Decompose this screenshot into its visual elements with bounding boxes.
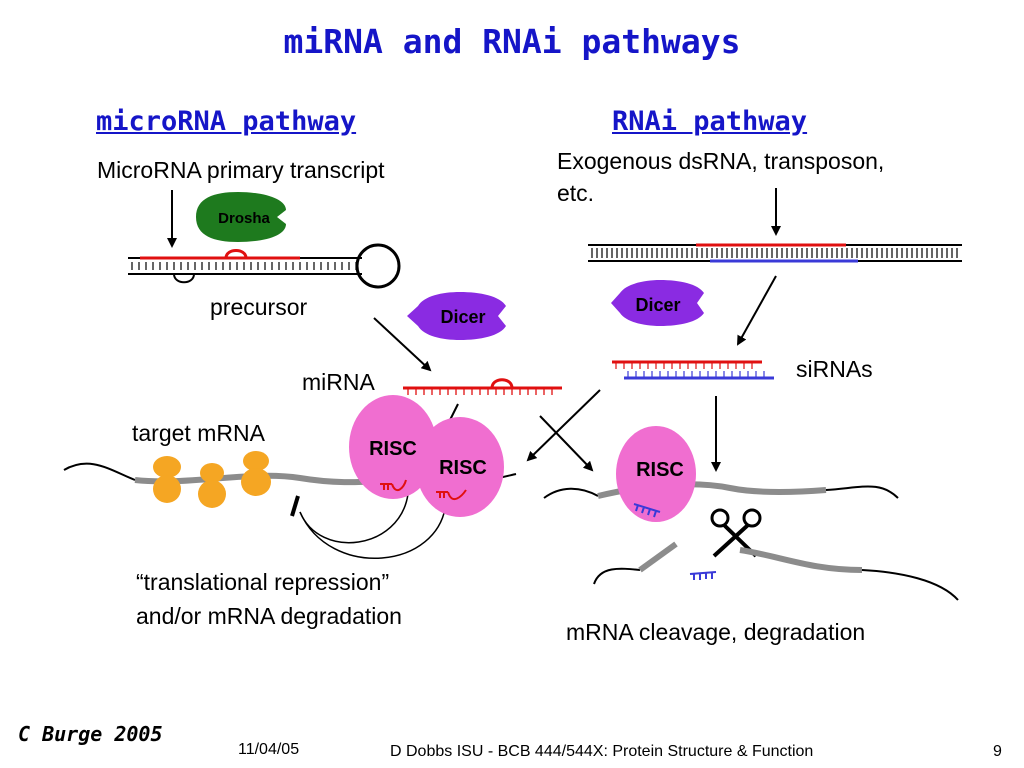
precursor-label: precursor (210, 294, 308, 320)
drosha-enzyme: Drosha (196, 192, 286, 242)
footer-course: D Dobbs ISU - BCB 444/544X: Protein Stru… (390, 743, 814, 760)
slide-title: miRNA and RNAi pathways (283, 22, 741, 61)
rnai-source-label-line2: etc. (557, 180, 595, 206)
mature-mirna (403, 378, 562, 395)
dicer-label-mirna: Dicer (440, 307, 485, 327)
ribosome-1 (153, 456, 181, 503)
rnai-outcome-label: mRNA cleavage, degradation (566, 619, 866, 645)
risc-complex-rnai: RISC (616, 426, 696, 522)
long-dsrna (588, 243, 962, 263)
cross-arrow-to-mirna-side (526, 389, 601, 462)
sirnas-label: siRNAs (796, 356, 873, 382)
degradation-curve-2 (299, 501, 447, 559)
credit-text: C Burge 2005 (18, 722, 163, 746)
scissors-icon (710, 508, 762, 558)
dsrna-to-sirna-arrow (737, 275, 777, 346)
rnai-source-label-line1: Exogenous dsRNA, transposon, (557, 148, 885, 174)
risc-complex-2: RISC (416, 417, 504, 517)
cleaved-mrna-fragments (593, 541, 959, 601)
drosha-label: Drosha (218, 210, 270, 227)
mirna-outcome-line2: and/or mRNA degradation (136, 603, 402, 629)
risc-label-rnai: RISC (636, 459, 684, 481)
risc-label-1: RISC (369, 438, 417, 460)
hairpin-loop (355, 243, 401, 289)
rnai-pathway-heading: RNAi pathway (612, 106, 808, 137)
degradation-curve-1 (299, 493, 409, 544)
primary-transcript-label: MicroRNA primary transcript (97, 157, 385, 183)
ribosome-3 (241, 451, 271, 496)
degradation-mark (290, 495, 300, 517)
precursor-hairpin (128, 243, 401, 289)
dicer-enzyme-mirna: Dicer (407, 292, 506, 340)
page-number: 9 (993, 743, 1002, 760)
risc-label-2: RISC (439, 457, 487, 479)
mirna-pathway-heading: microRNA pathway (96, 106, 357, 137)
dicer-enzyme-rnai: Dicer (611, 280, 704, 326)
target-mrna-right (543, 481, 899, 499)
risc-complex-1: RISC (349, 395, 437, 499)
sirna-duplex (612, 360, 774, 380)
mirna-outcome-line1: “translational repression” (136, 569, 390, 595)
mirna-label: miRNA (302, 369, 375, 395)
ribosome-2 (198, 463, 226, 508)
target-mrna-label: target mRNA (132, 420, 265, 446)
footer-date: 11/04/05 (238, 741, 300, 758)
precursor-to-mirna-arrow (373, 317, 432, 372)
dicer-label-rnai: Dicer (635, 295, 680, 315)
cross-arrow-to-rnai-side (539, 415, 594, 472)
